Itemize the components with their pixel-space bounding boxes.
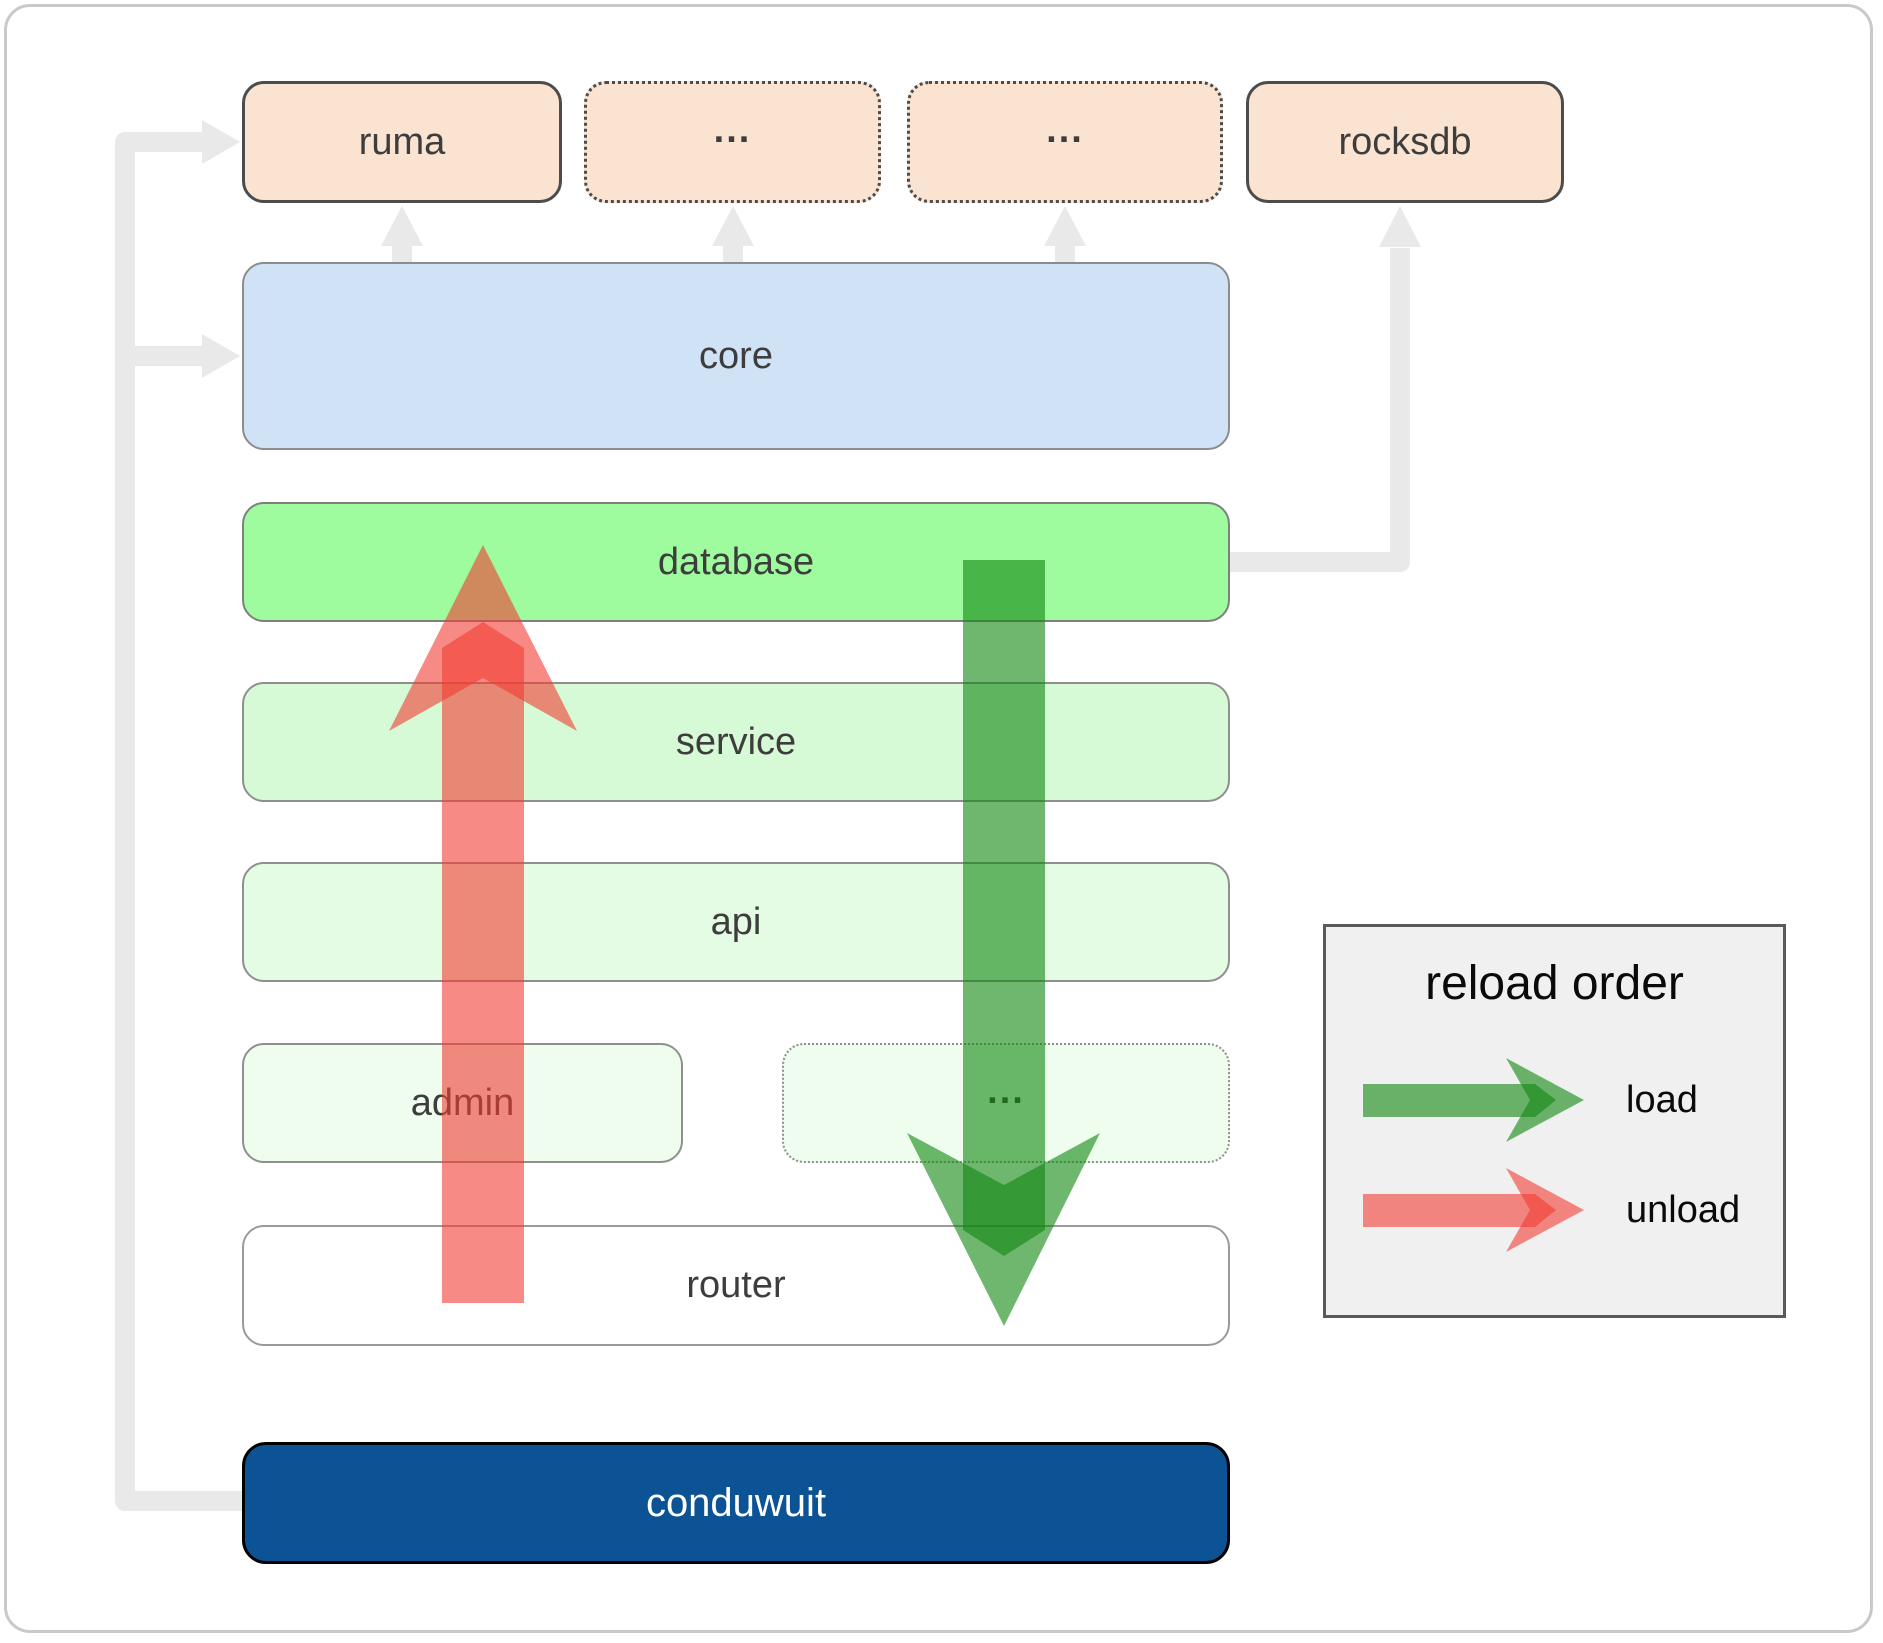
box-rocksdb-label: rocksdb xyxy=(1338,120,1472,163)
box-ruma: ruma xyxy=(242,81,562,203)
box-service: service xyxy=(242,682,1230,802)
box-database-label: database xyxy=(657,540,815,583)
box-dep-ellipsis-1: ... xyxy=(584,81,881,203)
box-router-label: router xyxy=(686,1264,786,1306)
box-conduwuit-label: conduwuit xyxy=(645,1480,827,1525)
box-admin: admin xyxy=(242,1043,683,1163)
box-database: database xyxy=(242,502,1230,622)
box-service-label: service xyxy=(675,720,797,763)
box-service-ellipsis: ... xyxy=(782,1043,1230,1163)
box-core: core xyxy=(242,262,1230,450)
box-conduwuit: conduwuit xyxy=(242,1442,1230,1564)
box-router: router xyxy=(242,1225,1230,1346)
box-ruma-label: ruma xyxy=(358,120,446,163)
legend-title: reload order xyxy=(1425,957,1684,1010)
legend-load-label: load xyxy=(1626,1078,1698,1121)
box-dep-ellipsis-2-label: ... xyxy=(1046,108,1084,151)
box-api-label: api xyxy=(710,900,762,943)
box-service-ellipsis-label: ... xyxy=(987,1069,1025,1112)
box-dep-ellipsis-1-label: ... xyxy=(713,108,752,151)
legend-unload-label: unload xyxy=(1626,1188,1741,1231)
box-dep-ellipsis-2: ... xyxy=(907,81,1223,203)
box-admin-label: admin xyxy=(410,1081,515,1124)
box-api: api xyxy=(242,862,1230,982)
canvas-border xyxy=(4,4,1873,1633)
box-core-label: core xyxy=(699,334,773,377)
box-rocksdb: rocksdb xyxy=(1246,81,1564,203)
